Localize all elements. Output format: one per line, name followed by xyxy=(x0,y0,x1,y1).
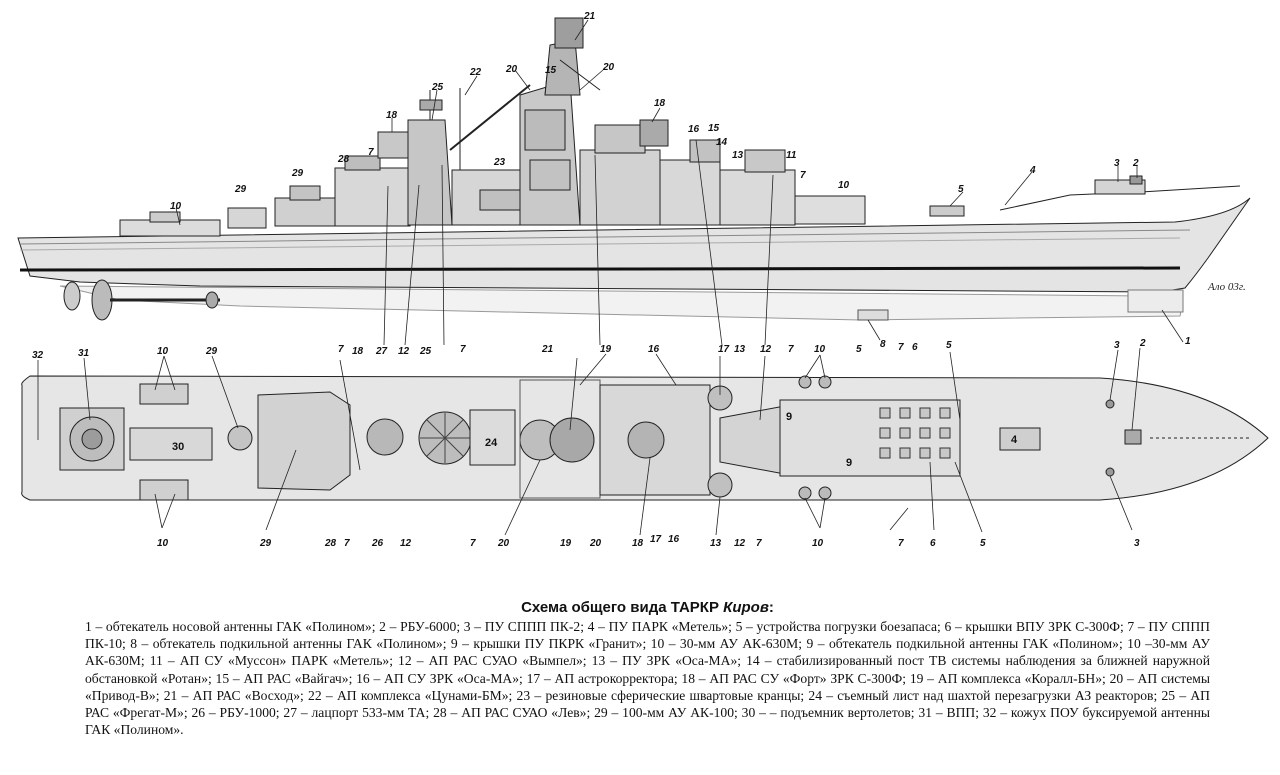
svg-text:7: 7 xyxy=(800,170,806,181)
svg-text:3: 3 xyxy=(1134,538,1140,549)
svg-text:25: 25 xyxy=(431,82,444,93)
svg-text:10: 10 xyxy=(838,180,850,191)
drawing-signature: Ало 03г. xyxy=(1207,281,1246,293)
ship-general-arrangement-drawing: 21 20 15 20 22 25 18 18 16 15 14 13 11 2… xyxy=(17,11,1269,549)
caption-title-text: Схема общего вида ТАРКР xyxy=(521,599,719,616)
caption-title: Схема общего вида ТАРКР Киров: xyxy=(85,599,1210,616)
caption-title-suffix: : xyxy=(768,599,774,616)
svg-text:4: 4 xyxy=(1029,165,1036,176)
deck-mark-9-lower: 9 xyxy=(846,457,852,469)
svg-text:18: 18 xyxy=(352,346,364,357)
svg-text:19: 19 xyxy=(600,344,612,355)
plan-label-numbers: 32 31 10 29 7 18 27 12 25 7 21 19 16 17 … xyxy=(32,338,1146,549)
svg-text:8: 8 xyxy=(880,339,886,350)
svg-text:20: 20 xyxy=(602,62,615,73)
svg-text:22: 22 xyxy=(469,67,482,78)
deck-mark-24: 24 xyxy=(485,437,498,449)
side-label-numbers: 21 20 15 20 22 25 18 18 16 15 14 13 11 2… xyxy=(170,11,1246,350)
svg-text:16: 16 xyxy=(648,344,660,355)
svg-text:10: 10 xyxy=(157,346,169,357)
svg-text:7: 7 xyxy=(898,538,904,549)
svg-text:20: 20 xyxy=(497,538,510,549)
svg-text:12: 12 xyxy=(734,538,746,549)
svg-text:7: 7 xyxy=(470,538,476,549)
svg-text:18: 18 xyxy=(386,110,398,121)
svg-text:10: 10 xyxy=(812,538,824,549)
svg-text:29: 29 xyxy=(205,346,218,357)
plan-callouts xyxy=(37,347,1141,536)
svg-text:12: 12 xyxy=(398,346,410,357)
svg-text:13: 13 xyxy=(710,538,722,549)
caption-ship-name: Киров xyxy=(723,599,769,616)
svg-text:16: 16 xyxy=(688,124,700,135)
deck-mark-4: 4 xyxy=(1011,434,1018,446)
svg-text:26: 26 xyxy=(371,538,384,549)
svg-text:7: 7 xyxy=(898,342,904,353)
svg-text:28: 28 xyxy=(324,538,337,549)
svg-text:32: 32 xyxy=(32,350,44,361)
svg-text:3: 3 xyxy=(1114,158,1120,169)
svg-text:6: 6 xyxy=(912,342,918,353)
svg-text:10: 10 xyxy=(170,201,182,212)
svg-text:6: 6 xyxy=(930,538,936,549)
svg-text:20: 20 xyxy=(589,538,602,549)
svg-text:18: 18 xyxy=(632,538,644,549)
svg-text:5: 5 xyxy=(856,344,862,355)
svg-text:7: 7 xyxy=(344,538,350,549)
svg-text:15: 15 xyxy=(545,65,557,76)
svg-text:29: 29 xyxy=(291,168,304,179)
svg-text:16: 16 xyxy=(668,534,680,545)
svg-text:31: 31 xyxy=(78,348,90,359)
svg-text:14: 14 xyxy=(716,137,728,148)
svg-text:2: 2 xyxy=(1132,158,1139,169)
svg-text:17: 17 xyxy=(650,534,662,545)
svg-text:18: 18 xyxy=(654,98,666,109)
svg-text:19: 19 xyxy=(560,538,572,549)
svg-text:25: 25 xyxy=(419,346,432,357)
svg-text:21: 21 xyxy=(583,11,596,22)
svg-text:1: 1 xyxy=(1185,336,1191,347)
svg-text:17: 17 xyxy=(718,344,730,355)
svg-text:5: 5 xyxy=(946,340,952,351)
svg-text:3: 3 xyxy=(1114,340,1120,351)
svg-text:7: 7 xyxy=(788,344,794,355)
svg-text:20: 20 xyxy=(505,64,518,75)
figure-caption: Схема общего вида ТАРКР Киров: 1 – обтек… xyxy=(85,599,1210,738)
svg-text:13: 13 xyxy=(732,150,744,161)
deck-mark-9-upper: 9 xyxy=(786,411,792,423)
svg-text:29: 29 xyxy=(259,538,272,549)
svg-text:12: 12 xyxy=(400,538,412,549)
svg-text:7: 7 xyxy=(460,344,466,355)
svg-text:5: 5 xyxy=(958,184,964,195)
svg-text:11: 11 xyxy=(786,150,797,161)
svg-text:7: 7 xyxy=(368,147,374,158)
svg-text:28: 28 xyxy=(337,154,350,165)
svg-text:7: 7 xyxy=(338,344,344,355)
plan-deck-marks: 30 24 9 9 4 xyxy=(172,411,1018,469)
svg-text:12: 12 xyxy=(760,344,772,355)
svg-text:2: 2 xyxy=(1139,338,1146,349)
svg-text:23: 23 xyxy=(493,157,506,168)
svg-text:5: 5 xyxy=(980,538,986,549)
svg-text:21: 21 xyxy=(541,344,554,355)
side-callouts xyxy=(175,19,1184,346)
caption-legend: 1 – обтекатель носовой антенны ГАК «Поли… xyxy=(85,619,1210,738)
svg-text:27: 27 xyxy=(375,346,388,357)
svg-text:7: 7 xyxy=(756,538,762,549)
plan-view xyxy=(21,375,1269,501)
svg-text:10: 10 xyxy=(157,538,169,549)
svg-text:10: 10 xyxy=(814,344,826,355)
svg-text:29: 29 xyxy=(234,184,247,195)
svg-text:13: 13 xyxy=(734,344,746,355)
svg-text:15: 15 xyxy=(708,123,720,134)
side-view xyxy=(17,17,1251,321)
deck-mark-30: 30 xyxy=(172,441,184,453)
